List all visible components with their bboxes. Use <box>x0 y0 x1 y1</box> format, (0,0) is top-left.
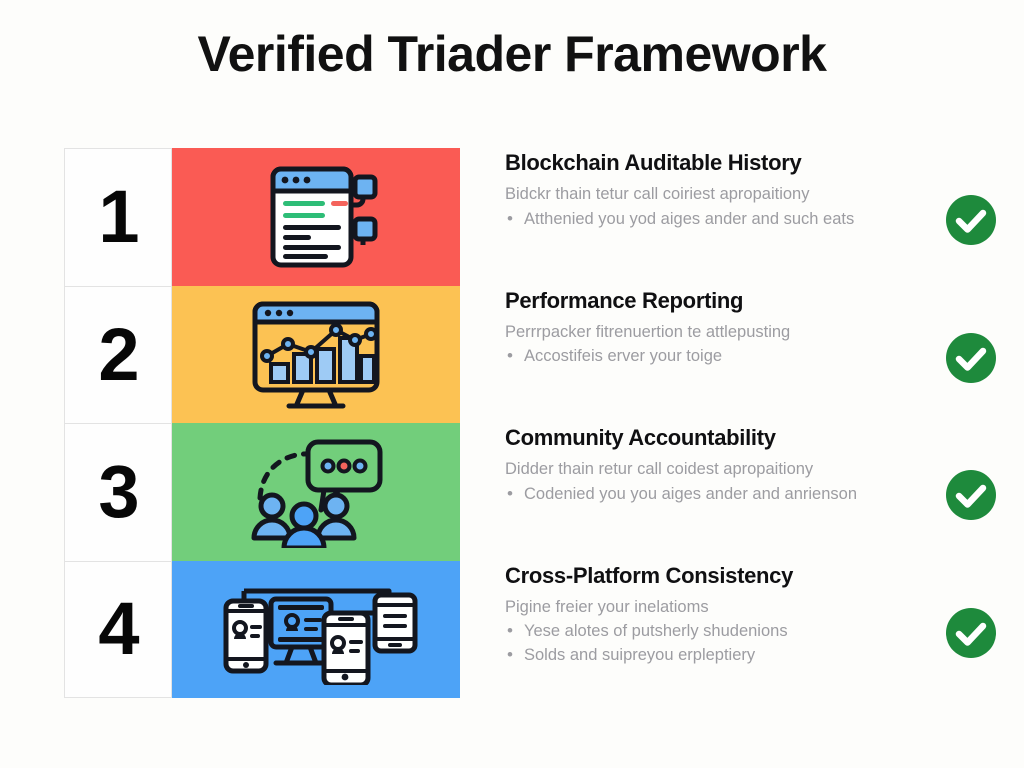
step-row: 1 <box>64 148 460 286</box>
step-row: 3 <box>64 423 460 561</box>
step-icon-cell-3 <box>172 423 460 561</box>
analytics-monitor-icon <box>241 294 391 414</box>
check-circle-icon <box>945 607 997 659</box>
detail-heading: Performance Reporting <box>505 287 744 313</box>
step-icon-cell-2 <box>172 285 460 423</box>
step-number-cell-2: 2 <box>64 285 172 423</box>
detail-subtitle: Pigine freier your inelatioms <box>505 597 709 616</box>
step-number-cell-1: 1 <box>64 148 172 286</box>
list-item: Atthenied you yod aiges ander and such e… <box>505 207 874 232</box>
step-icon-cell-4 <box>172 560 460 698</box>
ledger-document-icon <box>251 157 381 277</box>
detail-heading: Community Accountability <box>505 425 776 450</box>
step-row: 2 <box>64 285 460 423</box>
detail-subtitle: Perrrpacker fitrenuertion te attlepustin… <box>505 322 791 341</box>
detail-bullet-list: Yese alotes of putsherly shudenions Sold… <box>505 619 895 668</box>
detail-row: Blockchain Auditable History Bidckr thai… <box>505 150 1005 288</box>
page-title: Verified Triader Framework <box>197 26 827 82</box>
steps-grid: 1 <box>64 148 460 698</box>
detail-subtitle: Bidckr thain tetur call coiriest apropai… <box>505 185 810 204</box>
detail-bullet-list: Atthenied you yod aiges ander and such e… <box>505 207 895 232</box>
step-number-label: 3 <box>98 450 139 534</box>
detail-heading: Cross-Platform Consistency <box>505 562 794 588</box>
list-item: Solds and suipreyou erpleptiery <box>505 643 874 668</box>
step-number-cell-3: 3 <box>64 423 172 561</box>
detail-subtitle: Didder thain retur call coidest apropait… <box>505 460 814 479</box>
community-chat-icon <box>246 436 386 548</box>
details-column: Blockchain Auditable History Bidckr thai… <box>505 150 1005 700</box>
detail-heading: Blockchain Auditable History <box>505 150 802 175</box>
detail-bullet-list: Accostifeis erver your toige <box>505 344 895 369</box>
check-circle-icon <box>945 194 997 246</box>
detail-row: Cross-Platform Consistency Pigine freier… <box>505 563 1005 701</box>
list-item: Accostifeis erver your toige <box>505 344 874 369</box>
check-circle-icon <box>945 332 997 384</box>
multi-device-icon <box>214 573 419 686</box>
list-item: Yese alotes of putsherly shudenions <box>505 619 874 644</box>
list-item: Codenied you you aiges ander and anriens… <box>505 482 874 507</box>
step-number-label: 1 <box>98 175 139 259</box>
step-row: 4 <box>64 560 460 698</box>
step-number-label: 2 <box>98 312 139 396</box>
step-number-cell-4: 4 <box>64 560 172 698</box>
check-circle-icon <box>945 469 997 521</box>
detail-row: Community Accountability Didder thain re… <box>505 425 1005 563</box>
detail-row: Performance Reporting Perrrpacker fitren… <box>505 288 1005 426</box>
step-number-label: 4 <box>98 587 139 671</box>
detail-bullet-list: Codenied you you aiges ander and anriens… <box>505 482 895 507</box>
step-icon-cell-1 <box>172 148 460 286</box>
